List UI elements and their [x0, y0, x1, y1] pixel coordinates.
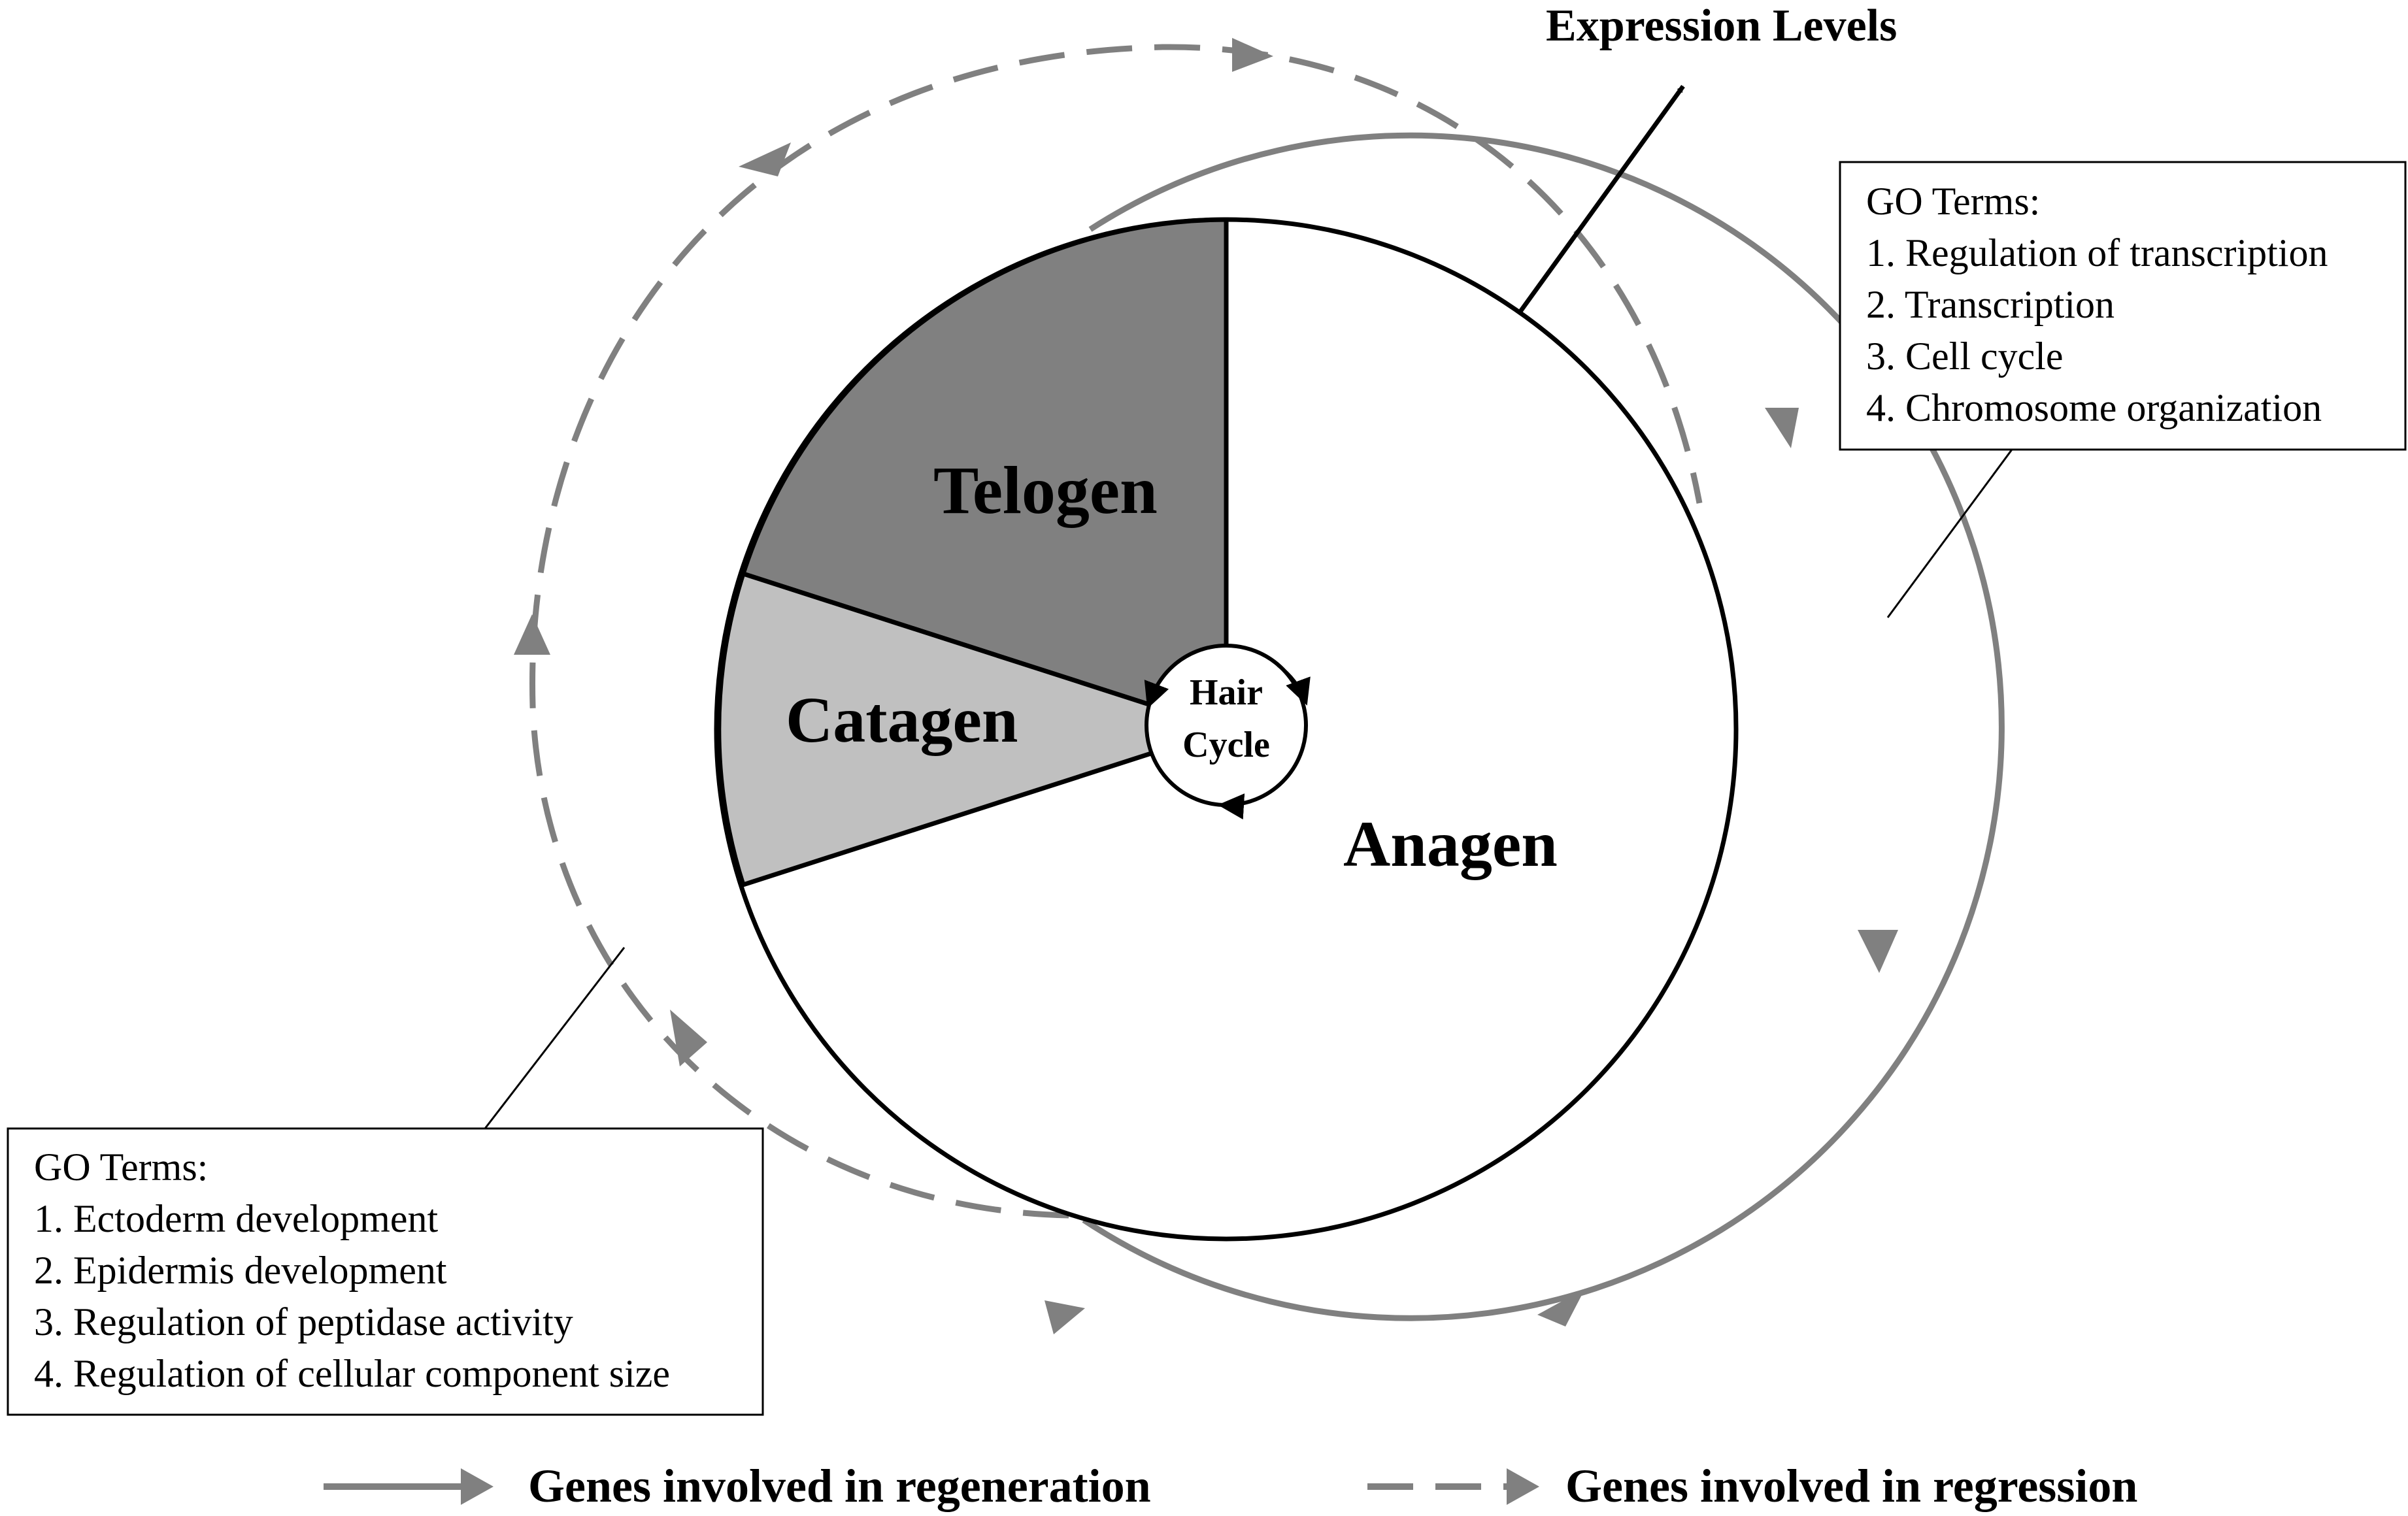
center-label-line1: Hair [1190, 672, 1263, 713]
anagen-label: Anagen [1343, 808, 1558, 880]
regeneration-arrowhead-1 [1765, 408, 1799, 448]
regression-arrowhead-3 [1232, 38, 1273, 72]
regeneration-arrowhead-3 [1537, 1289, 1585, 1326]
expression-levels-arrow [1518, 84, 1685, 314]
regeneration-loop [1045, 132, 2005, 1334]
right-go-item: 1. Regulation of transcription [1866, 231, 2328, 274]
left-go-item: 4. Regulation of cellular component size [34, 1352, 670, 1395]
left-go-item: 1. Ectoderm development [34, 1197, 438, 1240]
right-go-heading: GO Terms: [1866, 180, 2040, 223]
left-go-box [7, 1127, 764, 1416]
telogen-label: Telogen [933, 453, 1158, 528]
left-go-heading: GO Terms: [34, 1145, 208, 1189]
cycle-arrow-left [1144, 680, 1169, 709]
left-go-item: 3. Regulation of peptidase activity [34, 1300, 573, 1343]
diagram-title: Expression Levels [1546, 1, 1897, 51]
cycle-arrow-bottom [1218, 783, 1281, 820]
regression-arrowhead-2 [739, 142, 791, 176]
telogen-sector [740, 217, 1229, 733]
right-go-box [1839, 161, 2407, 451]
catagen-sector [716, 570, 1234, 888]
regeneration-arc [1082, 132, 2005, 1321]
hair-cycle-center [1144, 644, 1311, 820]
legend-regression-label: Genes involved in regression [1565, 1460, 2137, 1512]
center-label-line2: Cycle [1182, 725, 1270, 765]
right-go-item: 4. Chromosome organization [1866, 386, 2322, 429]
regression-loop [514, 38, 1703, 1219]
regression-arrowhead-4 [670, 1010, 707, 1066]
left-go-text: GO Terms: 1. Ectoderm development 2. Epi… [34, 1145, 670, 1395]
legend-regression-arrowhead [1507, 1468, 1539, 1505]
right-go-text: GO Terms: 1. Regulation of transcription… [1866, 180, 2328, 429]
regeneration-arrowhead-4 [1045, 1300, 1085, 1334]
regeneration-arrowhead-2 [1858, 930, 1898, 973]
left-go-item: 2. Epidermis development [34, 1249, 447, 1292]
legend-regeneration-arrowhead [461, 1468, 493, 1505]
left-go-connector [484, 947, 626, 1129]
regression-arrowhead-1 [514, 614, 550, 655]
catagen-label: Catagen [786, 684, 1018, 756]
legend-regeneration-label: Genes involved in regeneration [528, 1460, 1151, 1512]
right-go-connector [1886, 449, 2013, 618]
cycle-arrow-top-right [1277, 663, 1311, 706]
legend: Genes involved in regeneration Genes inv… [324, 1460, 2137, 1512]
right-go-item: 3. Cell cycle [1866, 335, 2064, 378]
right-go-item: 2. Transcription [1866, 283, 2115, 326]
